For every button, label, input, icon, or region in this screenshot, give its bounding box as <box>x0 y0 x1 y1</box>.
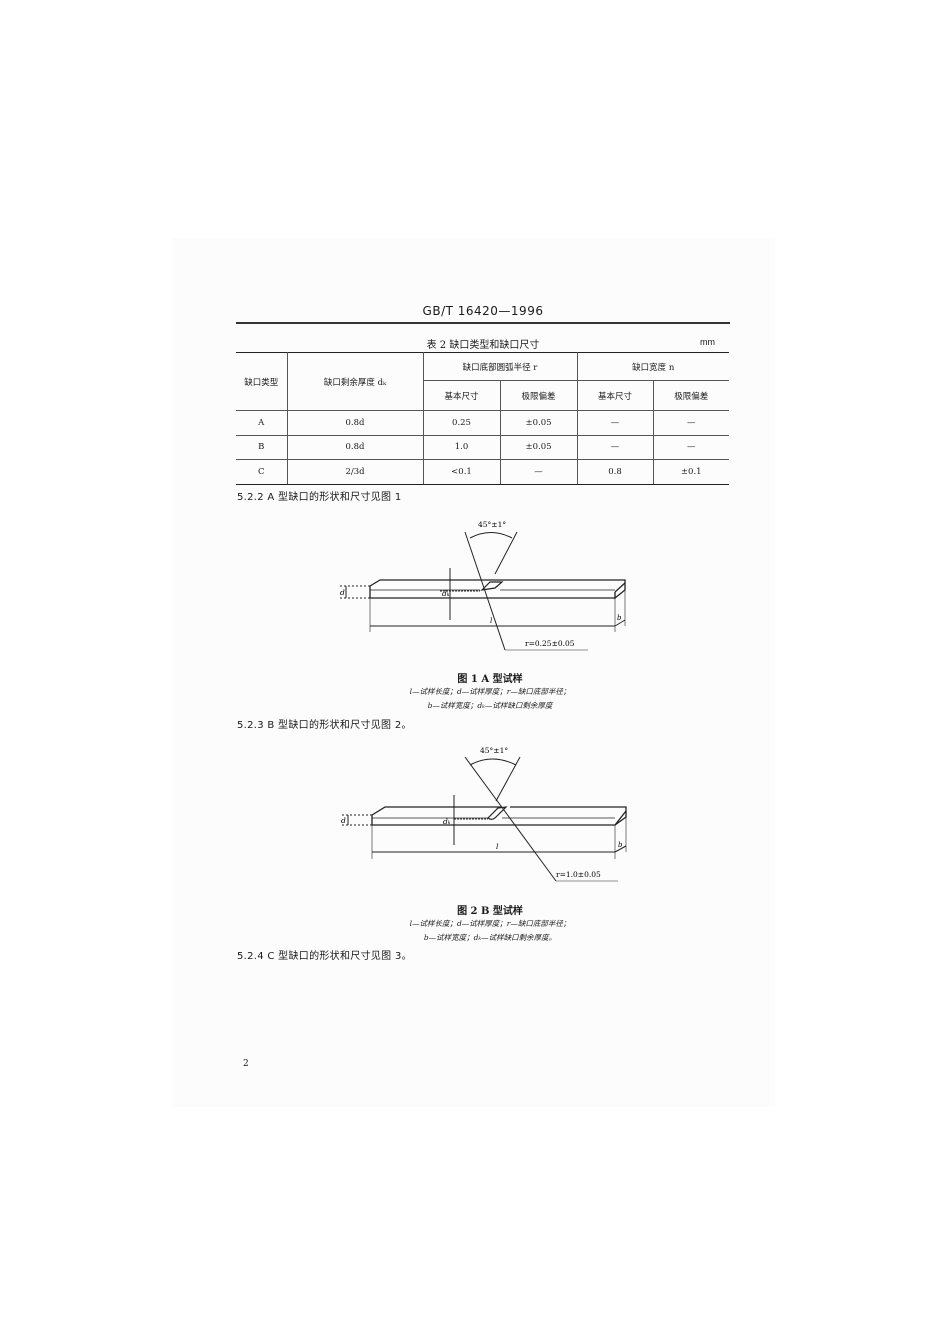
table-row: C 2/3d <0.1 — 0.8 ±0.1 <box>236 459 729 485</box>
header-r-limit-deviation: 极限偏差 <box>499 380 578 411</box>
section-5-2-2: 5.2.2 A 型缺口的形状和尺寸见图 1 <box>237 492 402 503</box>
cell-r-dev: ±0.05 <box>499 434 578 460</box>
cell-n-dev: ±0.1 <box>652 459 729 485</box>
figure-2-b-type-specimen-diagram: 45°±1° d dₖ l b r=1.0±0.05 <box>341 746 627 882</box>
fig2-radius-label: r=1.0±0.05 <box>556 870 601 879</box>
cell-thickness: 0.8d <box>286 434 424 460</box>
svg-text:d: d <box>341 816 346 825</box>
table-row: A 0.8d 0.25 ±0.05 — — <box>236 410 729 436</box>
cell-r-dev: ±0.05 <box>499 410 578 436</box>
fig1-radius-label: r=0.25±0.05 <box>525 639 575 648</box>
cell-n-basic: — <box>576 410 654 436</box>
cell-n-dev: — <box>652 434 729 460</box>
header-notch-type: 缺口类型 <box>236 352 288 411</box>
table-caption: 表 2 缺口类型和缺口尺寸 <box>426 340 540 351</box>
cell-r-basic: 1.0 <box>422 434 501 460</box>
cell-n-basic: — <box>576 434 654 460</box>
cell-r-dev: — <box>499 459 578 485</box>
figure-1-legend-line-2: b—试样宽度；dₖ—试样缺口剩余厚度 <box>427 701 553 710</box>
svg-text:l: l <box>496 842 499 851</box>
cell-thickness: 2/3d <box>286 459 424 485</box>
figure-1-legend-line-1: l—试样长度；d—试样厚度；r—缺口底部半径； <box>409 687 571 696</box>
svg-text:b: b <box>618 841 623 849</box>
header-rule <box>236 322 730 324</box>
svg-text:d: d <box>340 588 345 597</box>
svg-text:dₖ: dₖ <box>443 817 451 826</box>
table-unit: mm <box>700 337 715 347</box>
header-n-limit-deviation: 极限偏差 <box>652 380 729 411</box>
svg-text:b: b <box>617 614 622 622</box>
figure-2-caption: 图 2 B 型试样 <box>457 906 523 917</box>
svg-text:l: l <box>490 616 493 625</box>
notch-dimensions-table: 缺口类型 缺口剩余厚度 dₖ 缺口底部圆弧半径 r 缺口宽度 n 基本尺寸 极限… <box>236 352 729 485</box>
page-number: 2 <box>243 1059 249 1069</box>
cell-r-basic: <0.1 <box>422 459 501 485</box>
fig1-angle-label: 45°±1° <box>478 520 506 529</box>
cell-thickness: 0.8d <box>286 410 424 436</box>
standard-code-header: GB/T 16420—1996 <box>422 304 544 318</box>
table-row: B 0.8d 1.0 ±0.05 — — <box>236 434 729 460</box>
cell-type: A <box>236 410 288 436</box>
header-r-basic-size: 基本尺寸 <box>423 380 501 411</box>
cell-type: C <box>236 459 288 485</box>
section-5-2-3: 5.2.3 B 型缺口的形状和尺寸见图 2。 <box>237 720 412 731</box>
figure-1-a-type-specimen-diagram: 45°±1° d dₖ l b r=0.25±0.05 <box>340 520 626 651</box>
figure-1-caption: 图 1 A 型试样 <box>457 674 523 685</box>
figure-2-legend-line-1: l—试样长度；d—试样厚度；r—缺口底部半径； <box>409 919 571 928</box>
cell-type: B <box>236 434 288 460</box>
header-width-group: 缺口宽度 n <box>576 352 729 381</box>
table-subheader-row: 基本尺寸 极限偏差 基本尺寸 极限偏差 <box>236 380 729 411</box>
cell-r-basic: 0.25 <box>422 410 501 436</box>
header-n-basic-size: 基本尺寸 <box>576 380 654 411</box>
cell-n-dev: — <box>652 410 729 436</box>
section-5-2-4: 5.2.4 C 型缺口的形状和尺寸见图 3。 <box>237 951 412 962</box>
svg-text:dₖ: dₖ <box>442 589 450 598</box>
cell-n-basic: 0.8 <box>576 459 654 485</box>
table-header-row: 缺口类型 缺口剩余厚度 dₖ 缺口底部圆弧半径 r 缺口宽度 n <box>236 352 729 411</box>
header-remaining-thickness: 缺口剩余厚度 dₖ <box>286 352 424 411</box>
figure-2-legend-line-2: b—试样宽度；dₖ—试样缺口剩余厚度。 <box>423 933 557 942</box>
header-radius-group: 缺口底部圆弧半径 r <box>422 352 578 381</box>
fig2-angle-label: 45°±1° <box>480 746 508 755</box>
